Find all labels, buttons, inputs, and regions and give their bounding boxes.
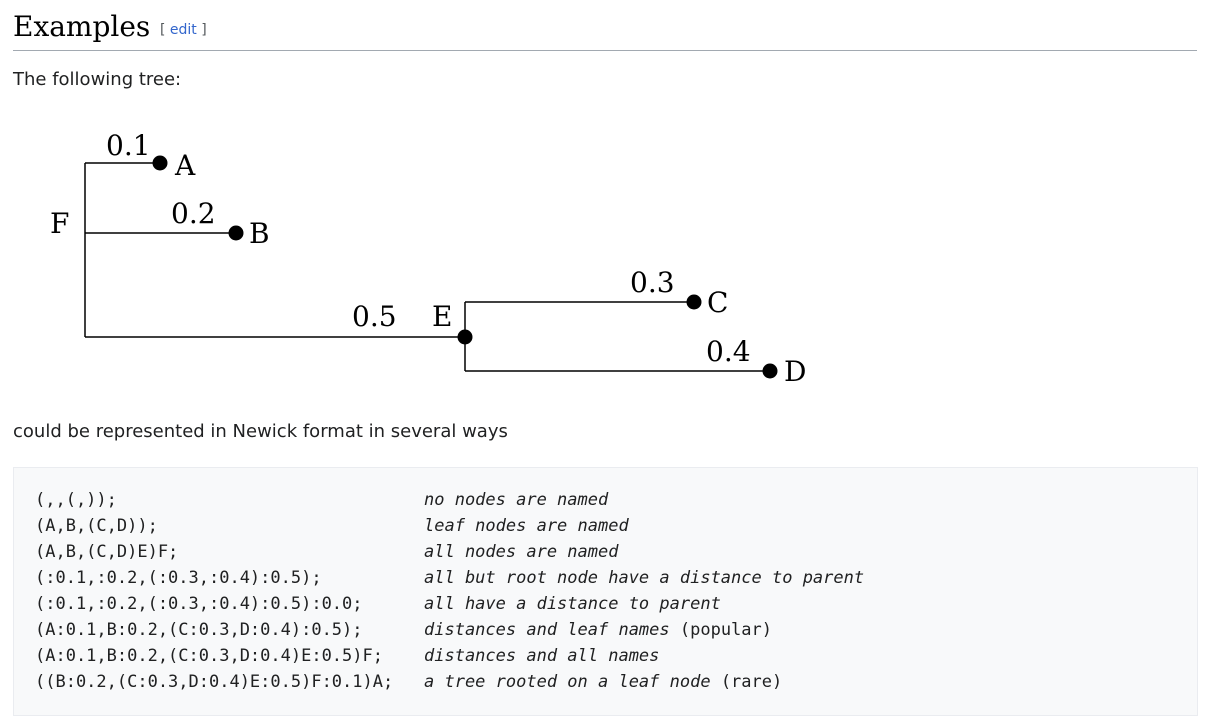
example-row: (:0.1,:0.2,(:0.3,:0.4):0.5):0.0; all hav…	[35, 594, 1185, 620]
example-code: (A:0.1,B:0.2,(C:0.3,D:0.4)E:0.5)F;	[35, 646, 383, 666]
example-code: (A:0.1,B:0.2,(C:0.3,D:0.4):0.5);	[35, 620, 363, 640]
example-description-text: distances and all names	[424, 646, 660, 666]
example-description-text: no nodes are named	[424, 490, 609, 510]
node-a-dot	[152, 155, 168, 171]
example-description: no nodes are named	[424, 490, 608, 510]
example-row: (A,B,(C,D)E)F; all nodes are named	[35, 542, 1185, 568]
example-note: (popular)	[669, 620, 772, 640]
example-description-text: all but root node have a distance to par…	[424, 568, 865, 588]
example-row: ((B:0.2,(C:0.3,D:0.4)E:0.5)F:0.1)A; a tr…	[35, 672, 1185, 698]
newick-examples-block: (,,(,)); no nodes are named (A,B,(C,D));…	[13, 467, 1198, 716]
node-label-a: A	[174, 149, 196, 182]
edit-section-link: [ edit ]	[160, 22, 207, 38]
section-heading: Examples [ edit ]	[13, 6, 1197, 51]
distance-label-e: 0.5	[352, 300, 397, 333]
example-note: (rare)	[710, 672, 783, 692]
example-description: a tree rooted on a leaf node (rare)	[424, 672, 782, 692]
distance-label-a: 0.1	[106, 129, 151, 162]
example-description-text: all have a distance to parent	[424, 594, 721, 614]
node-label-d: D	[784, 355, 806, 388]
example-description: all but root node have a distance to par…	[424, 568, 864, 588]
example-row: (A,B,(C,D)); leaf nodes are named	[35, 516, 1185, 542]
example-code: (:0.1,:0.2,(:0.3,:0.4):0.5):0.0;	[35, 594, 363, 614]
example-row: (A:0.1,B:0.2,(C:0.3,D:0.4):0.5); distanc…	[35, 620, 1185, 646]
edit-bracket-open: [	[160, 22, 170, 38]
intro-paragraph: The following tree:	[13, 69, 182, 90]
distance-label-c: 0.3	[630, 266, 675, 299]
edit-bracket-close: ]	[196, 22, 207, 38]
example-code: ((B:0.2,(C:0.3,D:0.4)E:0.5)F:0.1)A;	[35, 672, 394, 692]
example-description-text: all nodes are named	[424, 542, 619, 562]
example-row: (,,(,)); no nodes are named	[35, 490, 1185, 516]
node-label-f: F	[50, 207, 69, 240]
node-b-dot	[228, 225, 244, 241]
section-title: Examples	[13, 10, 151, 43]
example-description-text: a tree rooted on a leaf node	[424, 672, 711, 692]
example-description-text: distances and leaf names	[424, 620, 670, 640]
example-row: (:0.1,:0.2,(:0.3,:0.4):0.5); all but roo…	[35, 568, 1185, 594]
example-description: distances and all names	[424, 646, 659, 666]
example-description: all nodes are named	[424, 542, 618, 562]
outro-paragraph: could be represented in Newick format in…	[13, 421, 508, 442]
example-row: (A:0.1,B:0.2,(C:0.3,D:0.4)E:0.5)F; dista…	[35, 646, 1185, 672]
edit-link[interactable]: edit	[169, 22, 197, 38]
node-c-dot	[686, 294, 702, 310]
example-code: (:0.1,:0.2,(:0.3,:0.4):0.5);	[35, 568, 322, 588]
node-label-b: B	[249, 217, 270, 250]
example-description: leaf nodes are named	[424, 516, 629, 536]
example-description-text: leaf nodes are named	[424, 516, 629, 536]
tree-diagram: 0.1 0.2 0.3 0.4 0.5 A B C D E F	[50, 129, 806, 388]
example-code: (A,B,(C,D)E)F;	[35, 542, 179, 562]
example-code: (A,B,(C,D));	[35, 516, 158, 536]
example-description: distances and leaf names (popular)	[424, 620, 772, 640]
node-d-dot	[762, 363, 778, 379]
node-label-e: E	[432, 300, 452, 333]
node-e-dot	[457, 329, 473, 345]
distance-label-b: 0.2	[171, 197, 216, 230]
example-code: (,,(,));	[35, 490, 117, 510]
example-description: all have a distance to parent	[424, 594, 721, 614]
node-label-c: C	[707, 286, 728, 319]
distance-label-d: 0.4	[706, 335, 751, 368]
